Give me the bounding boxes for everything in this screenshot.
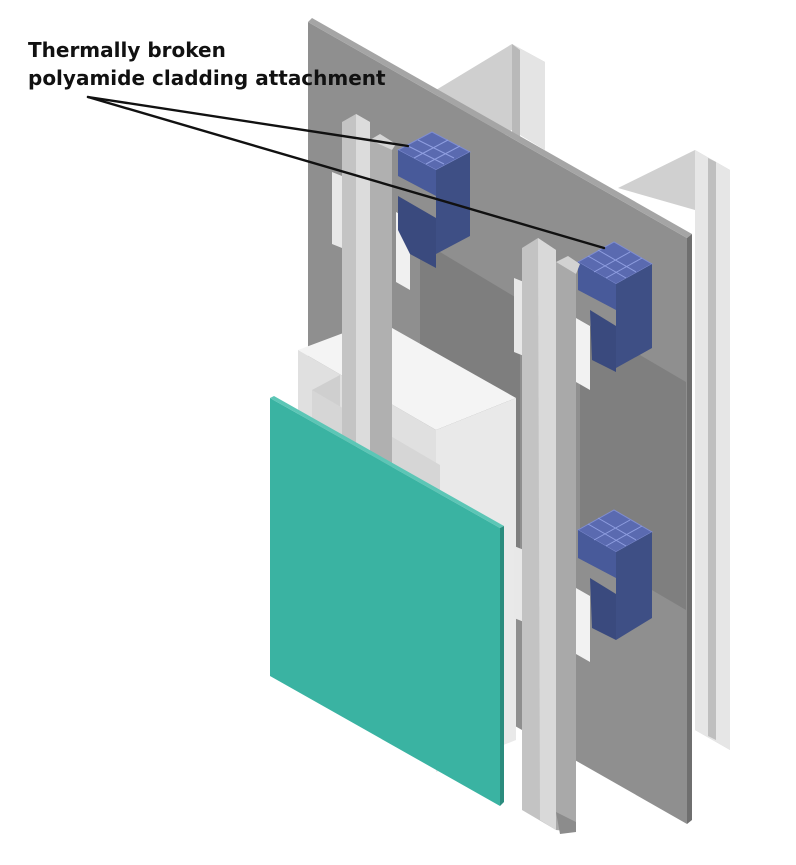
polyamide-bracket-upper-left — [396, 131, 472, 268]
leader-lines — [86, 95, 606, 250]
cladding-panel — [270, 396, 504, 806]
rail-clip-plates — [514, 278, 590, 662]
bracket-annotation-label: Thermally broken polyamide cladding atta… — [28, 36, 386, 92]
annotation-line-2: polyamide cladding attachment — [28, 66, 386, 90]
polyamide-bracket-lower-right — [576, 509, 654, 640]
steel-stud-lower — [618, 150, 730, 750]
vertical-rail-left — [332, 114, 410, 470]
vertical-rail-right — [522, 238, 580, 834]
annotation-line-1: Thermally broken — [28, 38, 226, 62]
polyamide-bracket-upper-right — [576, 241, 654, 372]
